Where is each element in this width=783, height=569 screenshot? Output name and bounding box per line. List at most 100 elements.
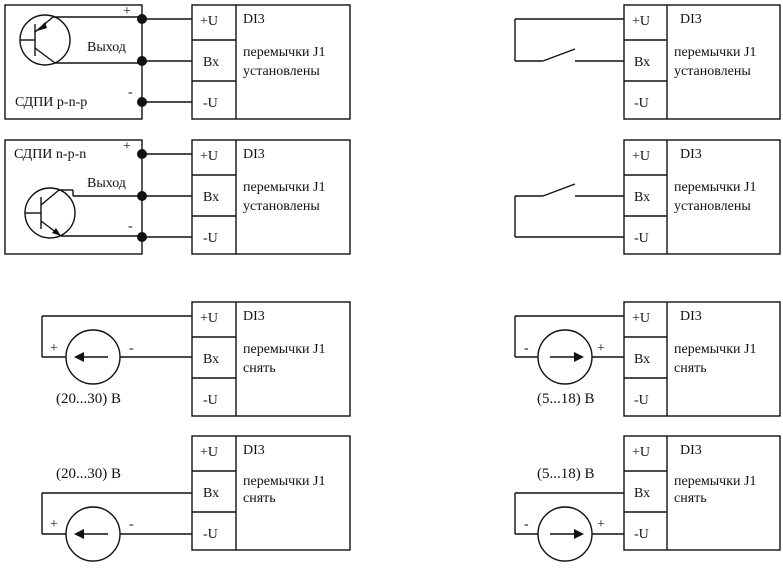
module-name: DI3 [243,309,265,324]
terminal-block-6: +U Вх -U DI3 перемычки J1 установлены [623,139,781,255]
diagram-switch-top [514,18,624,62]
module-name: DI3 [243,12,265,27]
jumper-text: перемычки J1 [243,180,325,195]
sensor-pnp-plus: + [123,4,131,19]
terminal-minus-u: -U [634,393,649,408]
jumper-text: перемычки J1 [243,342,325,357]
terminal-input: Вх [634,352,650,367]
terminal-dot [137,56,147,66]
terminal-plus-u: +U [200,445,218,460]
jumper-state: снять [243,491,276,506]
source-minus: - [524,341,529,356]
terminal-minus-u: -U [634,231,649,246]
source-plus: + [50,517,58,532]
terminal-plus-u: +U [200,311,218,326]
source-plus: + [597,341,605,356]
sensor-npn-label: СДПИ n-p-n [14,147,86,162]
diagram-switch-bottom [514,183,624,238]
source-minus: - [129,341,134,356]
jumper-state: снять [674,491,707,506]
sensor-npn-minus: - [128,219,133,234]
module-name: DI3 [243,147,265,162]
source-voltage-label: (5...18) В [537,391,595,407]
jumper-text: перемычки J1 [243,45,325,60]
jumper-state: установлены [674,199,751,214]
source-voltage-label: (20...30) В [56,391,121,407]
terminal-dot [137,14,147,24]
terminal-minus-u: -U [203,96,218,111]
terminal-minus-u: -U [634,96,649,111]
sensor-pnp-minus: - [128,85,133,100]
source-minus: - [524,517,529,532]
jumper-state: установлены [243,64,320,79]
module-name: DI3 [680,147,702,162]
jumper-state: снять [674,361,707,376]
jumper-text: перемычки J1 [674,474,756,489]
current-source-icon [65,329,121,385]
terminal-input: Вх [634,486,650,501]
terminal-minus-u: -U [203,231,218,246]
diagram-source-high-bottom: (20...30) В + - [41,466,192,562]
terminal-input: Вх [203,486,219,501]
source-minus: - [129,517,134,532]
terminal-dot [137,232,147,242]
sensor-npn-output-label: Выход [87,176,126,191]
jumper-text: перемычки J1 [674,45,756,60]
diagram-source-low-top: - + (5...18) В [514,315,624,407]
module-name: DI3 [243,443,265,458]
source-voltage-label: (20...30) В [56,466,121,482]
terminal-input: Вх [203,352,219,367]
terminal-input: Вх [203,55,219,70]
diagram-pnp-sensor: Выход + - СДПИ p-n-p [4,4,192,120]
module-name: DI3 [680,443,702,458]
terminal-minus-u: -U [203,527,218,542]
sensor-pnp-label: СДПИ p-n-p [15,95,87,110]
switch-contact-icon [542,48,576,62]
module-name: DI3 [680,309,702,324]
current-source-icon [537,506,593,562]
source-voltage-label: (5...18) В [537,466,595,482]
terminal-dot [137,149,147,159]
jumper-text: перемычки J1 [674,180,756,195]
jumper-text: перемычки J1 [243,474,325,489]
npn-transistor-icon [24,187,76,239]
jumper-state: снять [243,361,276,376]
source-plus: + [50,341,58,356]
terminal-block-4: +U Вх -U DI3 перемычки J1 снять [191,435,351,551]
terminal-block-5: +U Вх -U DI3 перемычки J1 установлены [623,4,781,120]
terminal-minus-u: -U [634,527,649,542]
terminal-input: Вх [634,190,650,205]
terminal-block-8: +U Вх -U DI3 перемычки J1 снять [623,435,781,551]
sensor-npn-plus: + [123,139,131,154]
switch-contact-icon [542,183,576,197]
source-plus: + [597,517,605,532]
diagram-npn-sensor: Выход + - СДПИ n-p-n [4,139,192,255]
terminal-plus-u: +U [632,14,650,29]
terminal-plus-u: +U [200,149,218,164]
module-name: DI3 [680,12,702,27]
terminal-input: Вх [203,190,219,205]
pnp-transistor-icon [19,14,71,66]
diagram-source-high-top: + - (20...30) В [41,315,192,407]
terminal-block-1: +U Вх -U DI3 перемычки J1 установлены [191,4,351,120]
terminal-plus-u: +U [200,14,218,29]
terminal-block-7: +U Вх -U DI3 перемычки J1 снять [623,301,781,417]
terminal-plus-u: +U [632,311,650,326]
current-source-icon [65,506,121,562]
terminal-dot [137,191,147,201]
terminal-plus-u: +U [632,445,650,460]
diagram-source-low-bottom: (5...18) В - + [514,466,624,562]
jumper-text: перемычки J1 [674,342,756,357]
terminal-plus-u: +U [632,149,650,164]
jumper-state: установлены [243,199,320,214]
terminal-input: Вх [634,55,650,70]
terminal-minus-u: -U [203,393,218,408]
terminal-block-2: +U Вх -U DI3 перемычки J1 установлены [191,139,351,255]
jumper-state: установлены [674,64,751,79]
terminal-block-3: +U Вх -U DI3 перемычки J1 снять [191,301,351,417]
terminal-dot [137,97,147,107]
current-source-icon [537,329,593,385]
sensor-pnp-output-label: Выход [87,40,126,55]
